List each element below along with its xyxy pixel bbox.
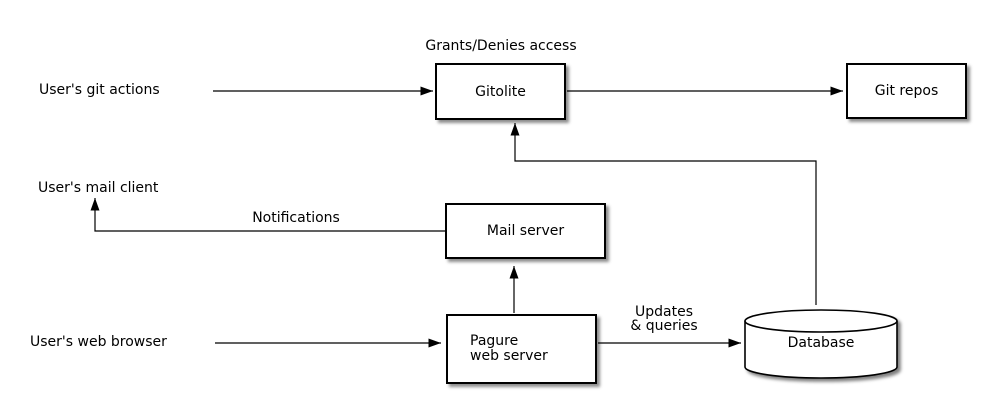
node-gitolite: Gitolite (435, 63, 566, 120)
label-notifications: Notifications (252, 210, 340, 226)
node-mail-server: Mail server (445, 203, 606, 259)
label-updates-line2: & queries (630, 318, 698, 334)
node-pagure-label-line2: web server (470, 348, 548, 364)
node-pagure-web-server: Pagure web server (446, 314, 597, 384)
node-database (743, 306, 905, 386)
label-updates-queries: Updates & queries (630, 305, 697, 333)
node-gitolite-label: Gitolite (475, 83, 526, 100)
label-grants-denies-access: Grants/Denies access (425, 38, 577, 54)
database-cylinder-icon (744, 309, 898, 379)
label-users-git-actions: User's git actions (39, 82, 160, 98)
node-mail-server-label: Mail server (486, 223, 565, 239)
node-git-repos: Git repos (846, 63, 967, 119)
label-users-web-browser: User's web browser (30, 334, 167, 350)
node-git-repos-label: Git repos (874, 83, 939, 99)
edge-mail-server-to-mail-client (90, 198, 445, 232)
edge-database-to-gitolite (510, 123, 817, 305)
node-pagure-label-line1: Pagure (470, 333, 519, 349)
label-users-mail-client: User's mail client (38, 180, 159, 196)
label-updates-line1: Updates (634, 304, 693, 320)
node-database-label: Database (787, 335, 855, 351)
node-pagure-label: Pagure web server (470, 334, 548, 364)
